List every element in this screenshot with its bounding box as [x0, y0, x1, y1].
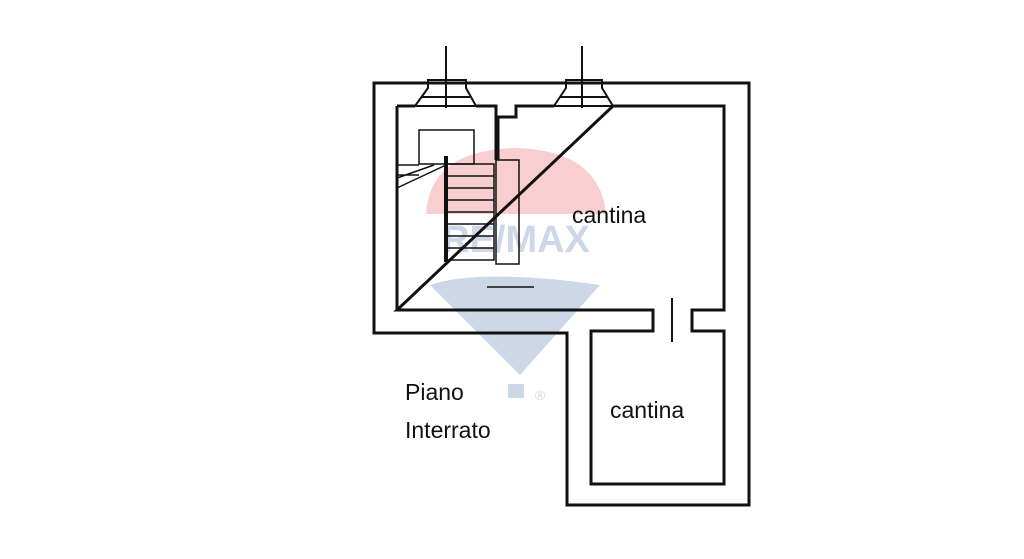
watermark-basket	[508, 384, 524, 398]
floor-level-label: Piano Interrato	[405, 373, 491, 449]
watermark-balloon-bottom	[430, 276, 600, 375]
vent-stacks	[413, 46, 615, 108]
watermark-brand-text: RE/MAX	[442, 219, 590, 261]
room-label-cantina-main: cantina	[572, 202, 647, 228]
staircase	[396, 117, 534, 288]
floor-label-line2: Interrato	[405, 417, 491, 443]
stair-flight-right	[495, 159, 520, 265]
stair-winder	[396, 164, 447, 189]
room-label-cantina-lower: cantina	[610, 397, 685, 423]
outer-walls	[372, 81, 751, 507]
stair-treads	[446, 175, 494, 249]
vent-hood-right	[552, 79, 615, 107]
vent-hood-left	[413, 79, 478, 107]
outer-wall-outline	[372, 81, 751, 507]
watermark-registered-mark: ®	[535, 387, 546, 403]
floor-label-line1: Piano	[405, 379, 464, 405]
inner-wall-main-room	[393, 104, 726, 486]
remax-watermark: RE/MAX ®	[426, 148, 606, 403]
